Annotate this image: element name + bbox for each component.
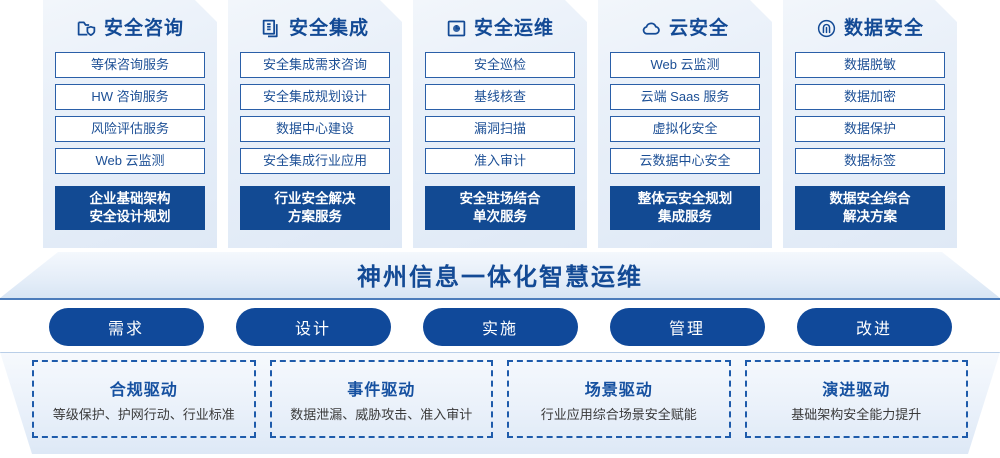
- cloud-icon: [641, 18, 662, 39]
- chart-square-icon: [446, 18, 467, 39]
- driver-box-evolution[interactable]: 演进驱动 基础架构安全能力提升: [744, 360, 968, 438]
- service-item[interactable]: Web 云监测: [610, 52, 760, 78]
- driver-title: 场景驱动: [584, 381, 653, 399]
- service-item[interactable]: 云端 Saas 服务: [610, 84, 760, 110]
- driver-title: 合规驱动: [109, 381, 178, 399]
- column-title: 安全集成: [288, 17, 369, 39]
- column-header: 数据安全: [795, 10, 945, 46]
- column-header: 安全咨询: [55, 10, 205, 46]
- column-title: 云安全: [668, 17, 729, 39]
- service-item[interactable]: 数据中心建设: [240, 116, 390, 142]
- highlight-line: 方案服务: [288, 209, 342, 224]
- service-item[interactable]: 数据脱敏: [795, 52, 945, 78]
- highlight-line: 数据安全综合: [829, 191, 911, 206]
- column-items: 安全巡检 基线核查 漏洞扫描 准入审计 安全驻场结合 单次服务: [425, 52, 575, 230]
- service-column-security-consulting[interactable]: 安全咨询 等保咨询服务 HW 咨询服务 风险评估服务 Web 云监测 企业基础架…: [43, 0, 217, 248]
- column-items: 数据脱敏 数据加密 数据保护 数据标签 数据安全综合 解决方案: [795, 52, 945, 230]
- service-item[interactable]: 准入审计: [425, 148, 575, 174]
- service-item[interactable]: 漏洞扫描: [425, 116, 575, 142]
- highlight-line: 安全驻场结合: [459, 191, 541, 206]
- service-item[interactable]: 安全集成规划设计: [240, 84, 390, 110]
- fingerprint-icon: [816, 18, 837, 39]
- column-title: 数据安全: [843, 17, 924, 39]
- service-item[interactable]: 安全集成行业应用: [240, 148, 390, 174]
- highlight-line: 解决方案: [843, 209, 897, 224]
- service-item[interactable]: 数据保护: [795, 116, 945, 142]
- service-item[interactable]: 数据标签: [795, 148, 945, 174]
- highlight-line: 单次服务: [473, 209, 527, 224]
- service-item[interactable]: 基线核查: [425, 84, 575, 110]
- service-columns: 安全咨询 等保咨询服务 HW 咨询服务 风险评估服务 Web 云监测 企业基础架…: [0, 0, 1000, 252]
- highlight-line: 企业基础架构: [89, 191, 171, 206]
- column-header: 云安全: [610, 10, 760, 46]
- column-items: 安全集成需求咨询 安全集成规划设计 数据中心建设 安全集成行业应用 行业安全解决…: [240, 52, 390, 230]
- driver-box-compliance[interactable]: 合规驱动 等级保护、护网行动、行业标准: [32, 360, 256, 438]
- highlight-line: 集成服务: [658, 209, 712, 224]
- column-title: 安全咨询: [103, 17, 184, 39]
- driver-section: 合规驱动 等级保护、护网行动、行业标准 事件驱动 数据泄漏、威胁攻击、准入审计 …: [0, 352, 1000, 454]
- phase-pill-design[interactable]: 设计: [235, 308, 391, 346]
- driver-title: 事件驱动: [347, 381, 416, 399]
- driver-box-incident[interactable]: 事件驱动 数据泄漏、威胁攻击、准入审计: [269, 360, 493, 438]
- documents-copy-icon: [261, 18, 282, 39]
- driver-subtitle: 数据泄漏、威胁攻击、准入审计: [290, 406, 473, 422]
- driver-title: 演进驱动: [822, 381, 891, 399]
- service-column-data-security[interactable]: 数据安全 数据脱敏 数据加密 数据保护 数据标签 数据安全综合 解决方案: [783, 0, 957, 248]
- folder-shield-icon: [76, 18, 97, 39]
- banner-title: 神州信息一体化智慧运维: [357, 263, 643, 291]
- column-highlight[interactable]: 整体云安全规划 集成服务: [610, 186, 760, 230]
- service-item[interactable]: 数据加密: [795, 84, 945, 110]
- service-column-security-integration[interactable]: 安全集成 安全集成需求咨询 安全集成规划设计 数据中心建设 安全集成行业应用 行…: [228, 0, 402, 248]
- column-items: Web 云监测 云端 Saas 服务 虚拟化安全 云数据中心安全 整体云安全规划…: [610, 52, 760, 230]
- service-item[interactable]: 风险评估服务: [55, 116, 205, 142]
- service-column-cloud-security[interactable]: 云安全 Web 云监测 云端 Saas 服务 虚拟化安全 云数据中心安全 整体云…: [598, 0, 772, 248]
- column-highlight[interactable]: 企业基础架构 安全设计规划: [55, 186, 205, 230]
- phase-pill-management[interactable]: 管理: [609, 308, 765, 346]
- phase-pill-requirements[interactable]: 需求: [48, 308, 204, 346]
- driver-box-scenario[interactable]: 场景驱动 行业应用综合场景安全赋能: [507, 360, 731, 438]
- banner-shape: [0, 252, 1000, 300]
- service-item[interactable]: 安全巡检: [425, 52, 575, 78]
- highlight-line: 安全设计规划: [89, 209, 171, 224]
- column-items: 等保咨询服务 HW 咨询服务 风险评估服务 Web 云监测 企业基础架构 安全设…: [55, 52, 205, 230]
- column-title: 安全运维: [473, 17, 554, 39]
- column-highlight[interactable]: 数据安全综合 解决方案: [795, 186, 945, 230]
- driver-boxes: 合规驱动 等级保护、护网行动、行业标准 事件驱动 数据泄漏、威胁攻击、准入审计 …: [32, 360, 968, 438]
- service-item[interactable]: 云数据中心安全: [610, 148, 760, 174]
- column-header: 安全运维: [425, 10, 575, 46]
- platform-banner: 神州信息一体化智慧运维: [0, 252, 1000, 300]
- highlight-line: 行业安全解决: [274, 191, 356, 206]
- phase-pills: 需求 设计 实施 管理 改进: [0, 308, 1000, 348]
- service-item[interactable]: Web 云监测: [55, 148, 205, 174]
- driver-subtitle: 等级保护、护网行动、行业标准: [52, 406, 235, 422]
- service-item[interactable]: 安全集成需求咨询: [240, 52, 390, 78]
- highlight-line: 整体云安全规划: [637, 191, 733, 206]
- phase-pill-improvement[interactable]: 改进: [796, 308, 952, 346]
- driver-subtitle: 基础架构安全能力提升: [791, 406, 922, 422]
- service-item[interactable]: 虚拟化安全: [610, 116, 760, 142]
- column-highlight[interactable]: 安全驻场结合 单次服务: [425, 186, 575, 230]
- service-column-security-operations[interactable]: 安全运维 安全巡检 基线核查 漏洞扫描 准入审计 安全驻场结合 单次服务: [413, 0, 587, 248]
- service-item[interactable]: 等保咨询服务: [55, 52, 205, 78]
- phase-pill-implementation[interactable]: 实施: [422, 308, 578, 346]
- column-highlight[interactable]: 行业安全解决 方案服务: [240, 186, 390, 230]
- banner-bottom-edge: [0, 298, 1000, 300]
- column-header: 安全集成: [240, 10, 390, 46]
- service-item[interactable]: HW 咨询服务: [55, 84, 205, 110]
- driver-subtitle: 行业应用综合场景安全赋能: [540, 406, 697, 422]
